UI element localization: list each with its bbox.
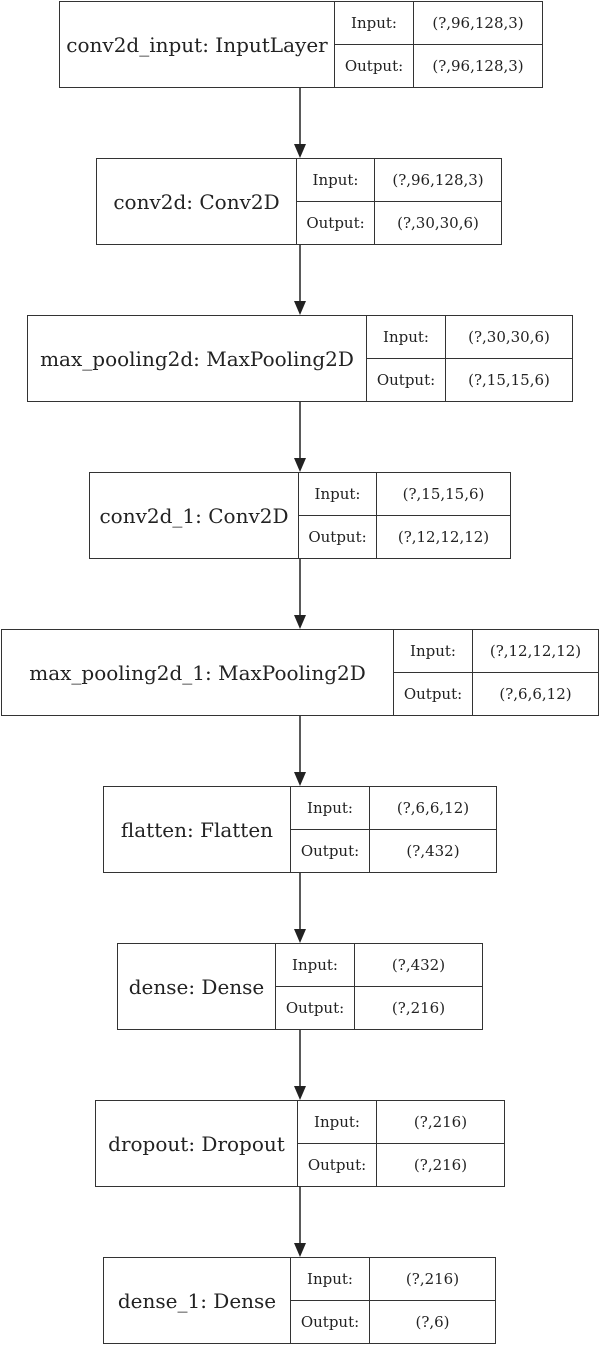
io-table: Input: (?,216) Output: (?,216): [297, 1101, 504, 1186]
layer-name: conv2d_input: InputLayer: [66, 32, 328, 57]
io-table: Input: (?,15,15,6) Output: (?,12,12,12): [298, 473, 510, 558]
input-shape: (?,12,12,12): [473, 630, 598, 673]
arrow-head: [294, 1243, 306, 1257]
output-shape: (?,216): [413, 1156, 468, 1174]
output-label: Output:: [297, 202, 375, 244]
output-shape: (?,96,128,3): [432, 57, 524, 75]
layer-dense-1: dense_1: Dense Input: (?,216) Output: (?…: [103, 1257, 496, 1344]
arrow-head: [294, 929, 306, 943]
output-label: Output:: [335, 45, 414, 87]
input-shape: (?,6,6,12): [370, 787, 496, 830]
input-label: Input:: [335, 2, 414, 45]
layer-dense: dense: Dense Input: (?,432) Output: (?,2…: [117, 943, 483, 1030]
layer-dropout: dropout: Dropout Input: (?,216) Output: …: [95, 1100, 505, 1187]
layer-max-pooling2d: max_pooling2d: MaxPooling2D Input: (?,30…: [27, 315, 573, 402]
io-table: Input: (?,96,128,3) Output: (?,96,128,3): [334, 2, 542, 87]
io-table: Input: (?,12,12,12) Output: (?,6,6,12): [393, 630, 598, 715]
layer-flatten: flatten: Flatten Input: (?,6,6,12) Outpu…: [103, 786, 497, 873]
input-shape: (?,96,128,3): [375, 159, 501, 202]
output-shape: (?,6): [415, 1313, 450, 1331]
output-shape: (?,30,30,6): [397, 214, 479, 232]
output-label: Output:: [276, 987, 355, 1029]
output-shape: (?,432): [406, 842, 460, 860]
layer-conv2d-input: conv2d_input: InputLayer Input: (?,96,12…: [59, 1, 543, 88]
input-shape: (?,96,128,3): [414, 2, 542, 45]
input-label: Input:: [276, 944, 355, 987]
io-table: Input: (?,30,30,6) Output: (?,15,15,6): [366, 316, 572, 401]
layer-max-pooling2d-1: max_pooling2d_1: MaxPooling2D Input: (?,…: [1, 629, 599, 716]
output-label: Output:: [291, 1301, 370, 1343]
arrow-head: [294, 772, 306, 786]
layer-name: dense_1: Dense: [117, 1288, 277, 1313]
output-label: Output:: [367, 359, 446, 401]
output-shape: (?,6,6,12): [499, 685, 572, 703]
input-label: Input:: [291, 787, 370, 830]
output-shape: (?,216): [391, 999, 446, 1017]
layer-name: max_pooling2d_1: MaxPooling2D: [29, 660, 366, 685]
layer-name: conv2d_1: Conv2D: [99, 503, 289, 528]
layer-name: conv2d: Conv2D: [113, 189, 280, 214]
input-label: Input:: [299, 473, 377, 516]
output-shape: (?,12,12,12): [397, 528, 490, 546]
input-shape: (?,432): [355, 944, 482, 987]
input-shape: (?,15,15,6): [377, 473, 510, 516]
input-shape: (?,216): [377, 1101, 504, 1144]
layer-name: dense: Dense: [128, 974, 265, 999]
arrow-head: [294, 615, 306, 629]
input-shape: (?,216): [370, 1258, 495, 1301]
input-label: Input:: [394, 630, 473, 673]
output-label: Output:: [298, 1144, 377, 1186]
input-label: Input:: [297, 159, 375, 202]
io-table: Input: (?,432) Output: (?,216): [275, 944, 482, 1029]
input-shape: (?,30,30,6): [446, 316, 572, 359]
output-label: Output:: [291, 830, 370, 872]
output-shape: (?,15,15,6): [468, 371, 550, 389]
output-label: Output:: [394, 673, 473, 715]
arrow-head: [294, 458, 306, 472]
layer-name: max_pooling2d: MaxPooling2D: [40, 346, 354, 371]
input-label: Input:: [367, 316, 446, 359]
output-label: Output:: [299, 516, 377, 558]
arrow-head: [294, 301, 306, 315]
input-label: Input:: [298, 1101, 377, 1144]
layer-conv2d-1: conv2d_1: Conv2D Input: (?,15,15,6) Outp…: [89, 472, 511, 559]
arrow-head: [294, 144, 306, 158]
arrow-head: [294, 1086, 306, 1100]
layer-conv2d: conv2d: Conv2D Input: (?,96,128,3) Outpu…: [96, 158, 502, 245]
io-table: Input: (?,96,128,3) Output: (?,30,30,6): [296, 159, 501, 244]
input-label: Input:: [291, 1258, 370, 1301]
layer-name: dropout: Dropout: [108, 1131, 285, 1156]
io-table: Input: (?,216) Output: (?,6): [290, 1258, 495, 1343]
layer-name: flatten: Flatten: [120, 817, 274, 842]
io-table: Input: (?,6,6,12) Output: (?,432): [290, 787, 496, 872]
